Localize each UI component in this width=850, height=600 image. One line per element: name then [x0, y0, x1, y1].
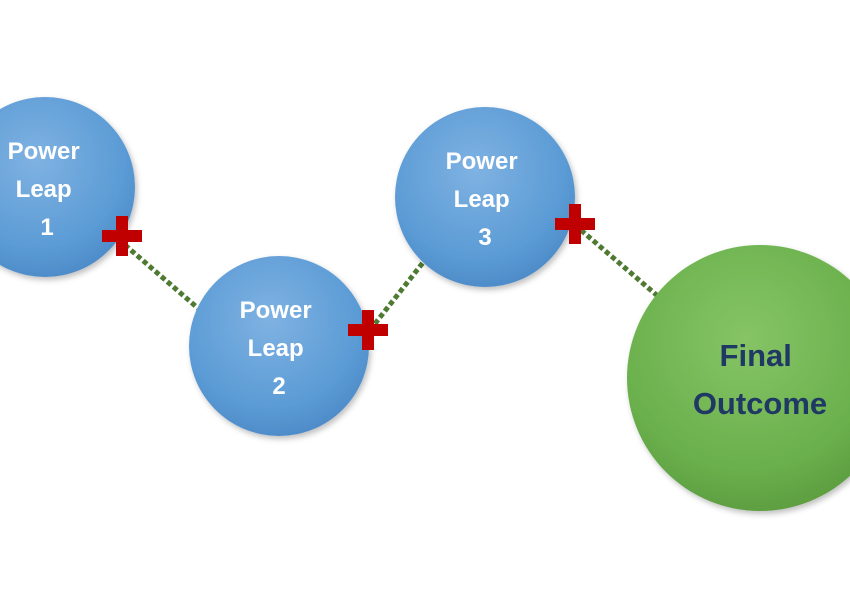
- node-label-line: Leap: [454, 186, 510, 213]
- node-circle: [627, 245, 850, 511]
- node-final-outcome: Final Outcome: [627, 245, 850, 511]
- svg-text:Power Leap 3: Power Leap 3: [446, 148, 525, 251]
- plus-markers: [102, 204, 595, 350]
- node-label-line: Outcome: [693, 386, 827, 421]
- node-label-line: 1: [40, 214, 53, 241]
- node-label-line: Power: [446, 148, 518, 175]
- node-power-leap-1: Power Leap 1: [0, 97, 135, 277]
- connectors: [123, 223, 662, 332]
- node-power-leap-2: Power Leap 2: [189, 256, 369, 436]
- connector-leap1-leap2: [123, 243, 202, 312]
- svg-text:Power Leap 2: Power Leap 2: [240, 297, 319, 400]
- svg-text:Power Leap 1: Power Leap 1: [8, 138, 87, 241]
- node-circle: [189, 256, 369, 436]
- node-label-line: 2: [272, 373, 285, 400]
- node-circle: [0, 97, 135, 277]
- connector-leap3-final: [573, 223, 662, 300]
- plus-icon: [102, 216, 142, 256]
- node-label-line: Power: [8, 138, 80, 165]
- node-circle: [395, 107, 575, 287]
- plus-icon: [555, 204, 595, 244]
- node-label-line: Leap: [248, 335, 304, 362]
- node-label-line: Leap: [16, 176, 72, 203]
- node-label-line: Final: [720, 338, 792, 373]
- connector-leap2-leap3: [368, 258, 427, 332]
- node-label-line: 3: [478, 224, 491, 251]
- plus-icon: [348, 310, 388, 350]
- node-label-line: Power: [240, 297, 312, 324]
- svg-text:Final Outcome: Final Outcome: [693, 338, 827, 421]
- node-power-leap-3: Power Leap 3: [395, 107, 575, 287]
